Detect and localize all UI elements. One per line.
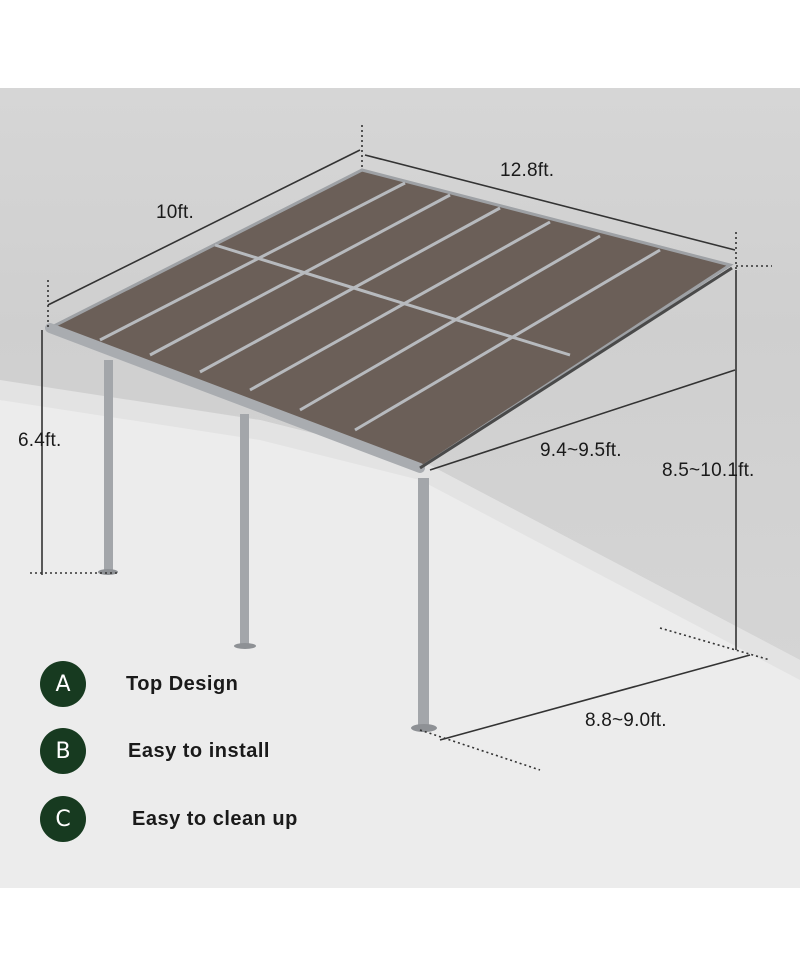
roof-rafters: [99, 181, 661, 432]
feature-label: Easy to install: [128, 739, 270, 762]
feature-badge: B: [40, 728, 86, 774]
product-image: 12.8ft. 10ft. 6.4ft. 9.4~9.5ft. 8.5~10.1…: [0, 88, 800, 888]
pergola-illustration: [0, 125, 800, 888]
feature-badge: C: [40, 796, 86, 842]
front-beam: [45, 323, 425, 473]
slope-length-label: 9.4~9.5ft.: [540, 440, 622, 461]
floor-shadow: [0, 380, 800, 680]
floor-plane: [0, 400, 800, 888]
post-feet: [98, 569, 437, 732]
floor-depth-label: 8.8~9.0ft.: [585, 710, 667, 731]
dimension-lines: [41, 149, 751, 741]
feature-item-top-design: A Top Design: [40, 661, 238, 707]
support-posts: [104, 360, 429, 728]
feature-badge: A: [40, 661, 86, 707]
roof-length-label: 12.8ft.: [500, 160, 555, 181]
feature-label: Easy to clean up: [132, 807, 298, 830]
front-height-label: 6.4ft.: [18, 430, 62, 451]
feature-item-easy-install: B Easy to install: [40, 728, 270, 774]
feature-item-easy-clean: C Easy to clean up: [40, 796, 298, 842]
roof-depth-label: 10ft.: [156, 202, 194, 223]
dimension-extensions: [30, 125, 772, 771]
wall-beam: [419, 266, 733, 470]
feature-label: Top Design: [126, 672, 239, 695]
back-height-label: 8.5~10.1ft.: [662, 460, 755, 481]
